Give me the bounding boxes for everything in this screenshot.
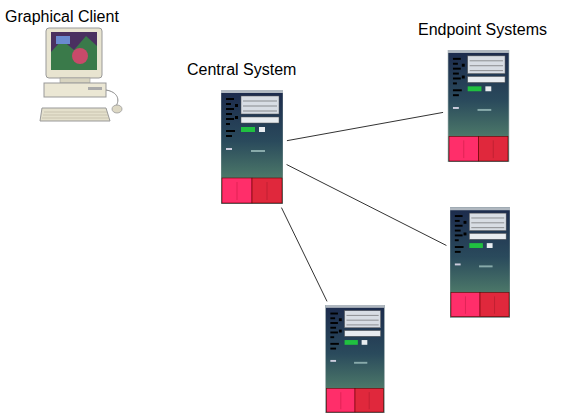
central-server: Central System (221, 90, 283, 204)
endpoint-server: Endpoint Systems (447, 50, 510, 162)
network-link (281, 208, 327, 302)
server-icon (221, 90, 283, 204)
server-icon (448, 50, 509, 162)
endpoint-server (325, 305, 385, 413)
node-label: Central System (187, 61, 296, 79)
node-label: Endpoint Systems (418, 21, 547, 39)
node-label: Graphical Client (5, 8, 119, 26)
server-icon (450, 207, 510, 317)
endpoint-server (450, 207, 510, 318)
server-icon (326, 305, 385, 413)
network-link (287, 112, 443, 140)
client-computer: Graphical Client (42, 28, 122, 122)
computer-icon (40, 28, 122, 121)
network-link (287, 165, 447, 246)
